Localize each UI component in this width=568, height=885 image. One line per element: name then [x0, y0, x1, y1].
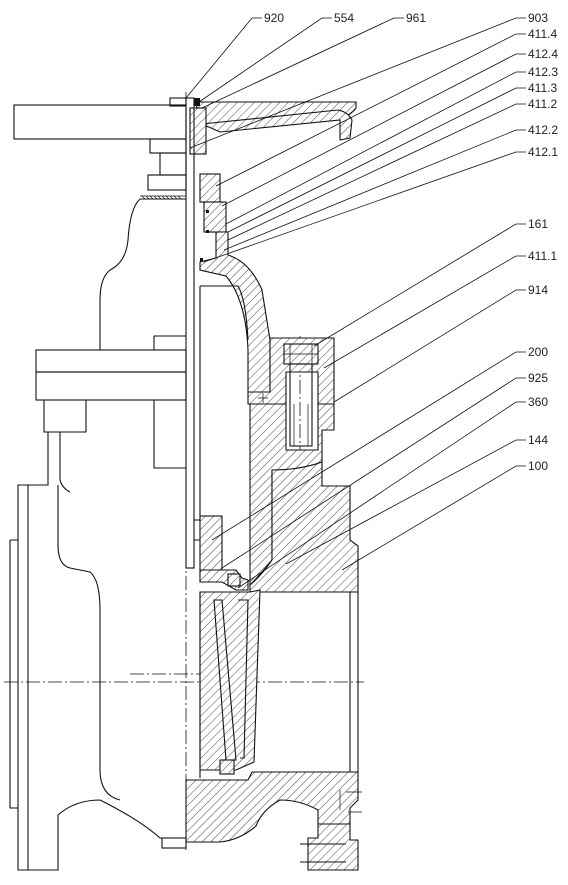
bonnet-inner-line [200, 285, 249, 341]
bolt-thread [293, 404, 309, 446]
gland-body-left [147, 174, 187, 191]
body-left-inner [57, 485, 121, 801]
valve-section-half [185, 97, 362, 871]
callout-labels: 920 554 961 903 411.4 412.4 412.3 411.3 … [264, 11, 558, 473]
bonnet-flange-lower [35, 371, 187, 401]
body-left [17, 432, 186, 871]
flange-bolt-left-top [153, 335, 186, 350]
flange-bolt-left [43, 400, 87, 433]
label-411-4[interactable]: 411.4 [528, 27, 557, 41]
wedge-guide [199, 569, 249, 591]
label-411-2[interactable]: 411.2 [528, 97, 557, 111]
valve-exterior-half [9, 97, 187, 871]
bonnet-left [99, 198, 186, 351]
leader-412-3 [225, 71, 526, 225]
wedge-200[interactable] [199, 515, 223, 577]
label-144[interactable]: 144 [528, 433, 548, 447]
gate-seal-bottom [219, 759, 235, 775]
section-ticks [258, 393, 362, 813]
flange-bolt-left-2 [153, 400, 186, 469]
handwheel-left [13, 104, 187, 140]
leader-903 [189, 17, 526, 149]
gate-inner-face [213, 599, 237, 761]
leader-412-1 [203, 151, 526, 263]
label-925[interactable]: 925 [528, 371, 548, 385]
leader-411-2 [227, 103, 526, 241]
handwheel-hub [149, 138, 187, 154]
body-left-flange-face [9, 539, 18, 809]
gland-section [199, 173, 221, 203]
label-554[interactable]: 554 [334, 11, 354, 25]
leader-200 [211, 351, 526, 541]
label-411-1[interactable]: 411.1 [528, 249, 557, 263]
stem[interactable] [185, 97, 195, 569]
gate-inner-face-2 [238, 599, 249, 759]
label-161[interactable]: 161 [528, 217, 548, 231]
o-rings-2 [206, 230, 209, 233]
label-411-3[interactable]: 411.3 [528, 81, 557, 95]
handwheel-spoke [199, 109, 353, 141]
leader-144 [285, 439, 526, 565]
bolt-head-hex [284, 344, 318, 364]
label-914[interactable]: 914 [528, 283, 548, 297]
bolt-shank-914 [289, 363, 313, 447]
stem-top-nut [194, 98, 200, 106]
label-412-2[interactable]: 412.2 [528, 123, 558, 137]
gland-nut-left [159, 152, 187, 176]
gland-packing [203, 201, 227, 233]
leader-161 [313, 223, 526, 347]
label-360[interactable]: 360 [528, 395, 548, 409]
leader-411-4 [215, 33, 526, 187]
label-412-3[interactable]: 412.3 [528, 65, 558, 79]
leader-961 [201, 17, 404, 109]
bonnet-flange-upper [35, 349, 187, 373]
label-920[interactable]: 920 [264, 11, 284, 25]
bottom-plug [161, 837, 187, 849]
o-rings [206, 210, 209, 213]
wedge-nut [194, 519, 200, 541]
flange-bolt-right [300, 843, 346, 863]
callout-leaders [185, 17, 526, 589]
leader-554 [195, 17, 332, 105]
leader-920 [185, 17, 262, 99]
gate-seal-top [227, 573, 241, 587]
bonnet-flange-section [247, 337, 335, 405]
leader-412-2 [223, 129, 526, 251]
leader-360 [237, 401, 526, 589]
gate-360[interactable] [199, 589, 261, 771]
leader-412-4 [221, 53, 526, 207]
label-412-4[interactable]: 412.4 [528, 47, 558, 61]
leader-100 [341, 465, 526, 571]
leader-411-3 [227, 87, 526, 233]
label-961[interactable]: 961 [406, 11, 426, 25]
body-left-neck [59, 432, 71, 493]
label-412-1[interactable]: 412.1 [528, 145, 558, 159]
leader-411-1 [323, 255, 526, 369]
label-200[interactable]: 200 [528, 345, 548, 359]
leader-914 [333, 289, 526, 403]
body-bottom-flange [307, 823, 359, 871]
leader-925 [221, 377, 526, 569]
bonnet-section[interactable] [199, 231, 271, 393]
label-100[interactable]: 100 [528, 459, 548, 473]
label-903[interactable]: 903 [528, 11, 548, 25]
